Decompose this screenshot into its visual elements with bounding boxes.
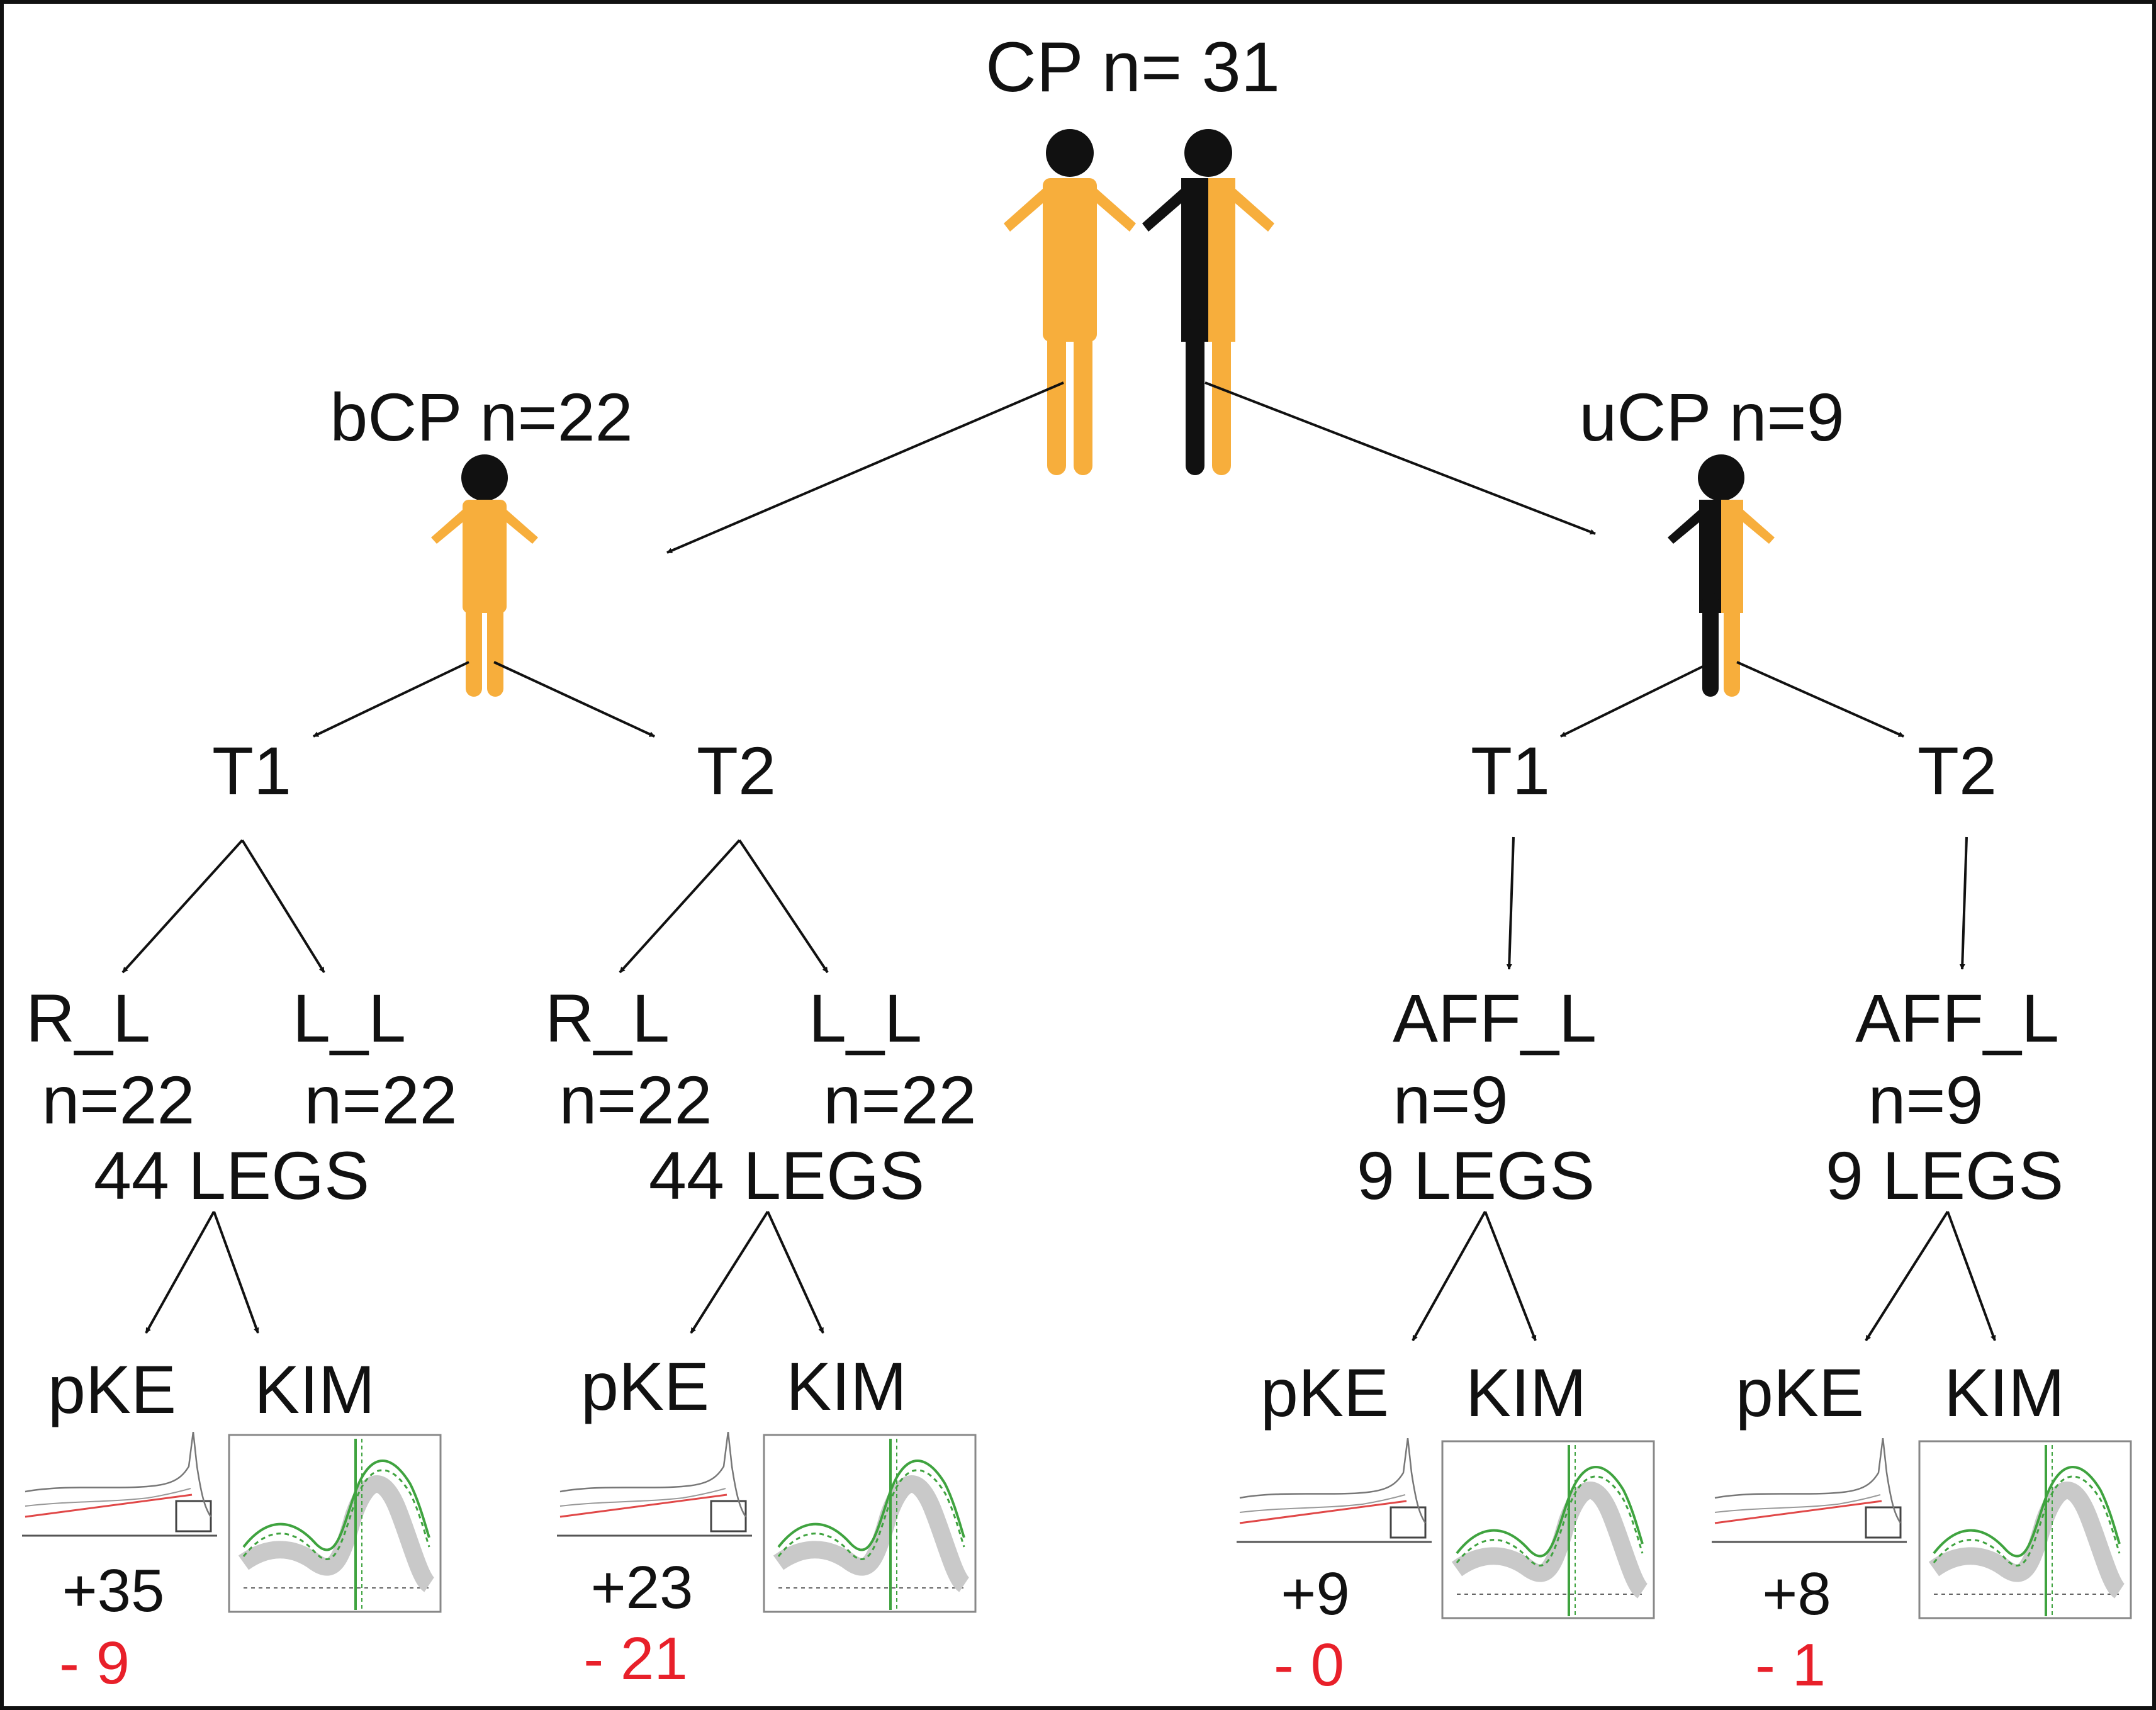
improved-count: +35: [62, 1557, 165, 1624]
arrow-ucp-to-t1: [1560, 661, 1712, 738]
bcp-label: bCP n=22: [330, 379, 632, 455]
pke-label: pKE: [48, 1351, 176, 1427]
arrow-root-to-ucp: [1204, 381, 1596, 535]
worsened-count: - 9: [59, 1629, 130, 1697]
arrow-bcp-to-t2: [493, 661, 655, 738]
arrow-root-to-bcp: [666, 381, 1064, 554]
root-label: CP n= 31: [985, 28, 1280, 106]
kim-plot-thumbnail: [764, 1435, 975, 1612]
arrow-legs-to-pke: [690, 1210, 769, 1334]
left-leg-label: L_L: [293, 980, 406, 1056]
kim-plot-thumbnail: [229, 1435, 441, 1612]
worsened-count: - 1: [1755, 1631, 1826, 1699]
kim-plot-thumbnail: [1919, 1441, 2131, 1618]
kim-label: KIM: [1466, 1354, 1586, 1431]
arrow-legs-to-pke: [1412, 1211, 1486, 1341]
right-leg-label: R_L: [26, 980, 150, 1056]
arrow-legs-to-kim: [766, 1211, 824, 1334]
arrow-t1-to-right-leg: [121, 839, 244, 974]
left-leg-label: L_L: [809, 980, 922, 1056]
arrow-bcp-to-t1: [313, 661, 469, 738]
arrow-t2-to-affected-leg: [1959, 836, 1968, 970]
hemi-person-icon: [1142, 129, 1274, 475]
arrow-legs-to-kim: [1946, 1211, 1996, 1341]
time-label: T1: [1471, 733, 1550, 809]
right-leg-count: n=22: [42, 1062, 194, 1138]
time-label: T2: [697, 733, 776, 809]
kim-label: KIM: [786, 1348, 907, 1424]
hemi-person-icon: [1668, 454, 1775, 697]
affected-leg-count: n=9: [1868, 1062, 1983, 1138]
arrow-legs-to-pke: [1865, 1210, 1949, 1342]
arrow-legs-to-kim: [213, 1211, 259, 1334]
right-leg-label: R_L: [545, 980, 670, 1056]
improved-count: +23: [591, 1554, 693, 1621]
improved-count: +8: [1762, 1560, 1831, 1628]
time-label: T1: [212, 733, 291, 809]
bcp-t2-branch: T2 R_L L_L n=22 n=22 44 LEGS pKE KIM +23…: [545, 733, 977, 1692]
affected-leg-label: AFF_L: [1393, 980, 1597, 1056]
arrow-legs-to-pke: [145, 1211, 215, 1334]
kim-plot-thumbnail: [1442, 1441, 1654, 1618]
ucp-t2-branch: T2 AFF_L n=9 9 LEGS pKE KIM +8 - 1: [1712, 733, 2131, 1699]
person-icon: [431, 454, 538, 697]
ucp-label: uCP n=9: [1579, 379, 1844, 455]
right-leg-count: n=22: [559, 1062, 712, 1138]
legs-total: 9 LEGS: [1357, 1137, 1595, 1213]
improved-count: +9: [1281, 1560, 1349, 1628]
legs-total: 9 LEGS: [1826, 1137, 2063, 1213]
arrow-t2-to-right-leg: [619, 839, 741, 974]
legs-total: 44 LEGS: [94, 1137, 369, 1213]
kim-label: KIM: [254, 1351, 375, 1427]
arrow-t1-to-affected-leg: [1506, 836, 1515, 970]
pke-label: pKE: [581, 1348, 709, 1424]
legs-total: 44 LEGS: [649, 1137, 924, 1213]
pke-label: pKE: [1736, 1354, 1864, 1431]
person-icon: [1004, 129, 1136, 475]
arrow-t1-to-left-leg: [241, 839, 325, 974]
left-leg-count: n=22: [823, 1062, 976, 1138]
left-leg-count: n=22: [304, 1062, 457, 1138]
worsened-count: - 0: [1274, 1631, 1344, 1699]
worsened-count: - 21: [583, 1625, 687, 1692]
pke-label: pKE: [1260, 1354, 1389, 1431]
affected-leg-label: AFF_L: [1855, 980, 2059, 1056]
arrow-t2-to-left-leg: [738, 839, 829, 974]
affected-leg-count: n=9: [1393, 1062, 1508, 1138]
ucp-t1-branch: T1 AFF_L n=9 9 LEGS pKE KIM +9 - 0: [1237, 733, 1654, 1699]
time-label: T2: [1917, 733, 1997, 809]
arrow-ucp-to-t2: [1736, 661, 1904, 738]
kim-label: KIM: [1944, 1354, 2065, 1431]
arrow-legs-to-kim: [1484, 1211, 1537, 1341]
bcp-t1-branch: T1 R_L L_L n=22 n=22 44 LEGS pKE KIM +35…: [22, 733, 458, 1697]
